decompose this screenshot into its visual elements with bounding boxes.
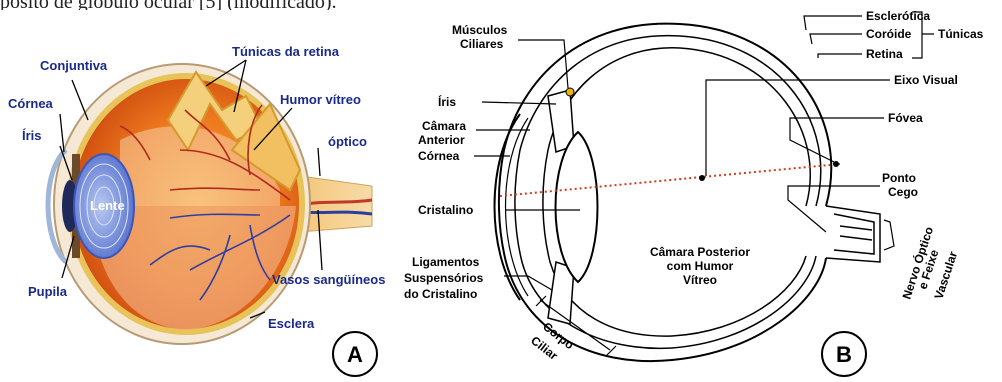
label-ligamentos-2: Suspensórios [404, 271, 484, 285]
label-cornea-a: Córnea [8, 96, 54, 111]
label-musculos-1: Músculos [452, 23, 508, 37]
cristalino-shape [556, 132, 598, 282]
label-optico: óptico [328, 134, 367, 149]
panel-a: Conjuntiva Córnea Íris Pupila Lente Túni… [8, 44, 385, 376]
label-fovea: Fóvea [888, 111, 923, 125]
label-conjuntiva: Conjuntiva [40, 58, 108, 73]
label-coroide: Coróide [866, 27, 912, 41]
label-camara-ant-2: Anterior [418, 133, 465, 147]
label-vasos: Vasos sangüíneos [272, 272, 385, 287]
optic-nerve-vessel [300, 212, 372, 214]
label-ponto-1: Ponto [882, 171, 916, 185]
label-musculos-2: Ciliares [460, 37, 504, 51]
label-pupila: Pupila [28, 284, 68, 299]
label-cornea-b: Córnea [418, 149, 460, 163]
optic-nerve-b [826, 206, 880, 262]
label-eixo-visual: Eixo Visual [894, 73, 958, 87]
ciliary-muscle-dot [566, 88, 574, 96]
label-camara-post-2: com Humor [667, 259, 734, 273]
panel-b: Músculos Ciliares Íris Câmara Anterior C… [404, 9, 984, 376]
label-esclera: Esclera [268, 316, 315, 331]
label-ligamentos-1: Ligamentos [412, 255, 480, 269]
eixo-visual-line [500, 164, 840, 196]
label-ligamentos-3: do Cristalino [404, 287, 477, 301]
label-ponto-2: Cego [888, 185, 918, 199]
label-iris-b: Íris [438, 94, 456, 109]
label-cristalino: Cristalino [418, 203, 473, 217]
label-retina: Retina [866, 47, 903, 61]
panel-b-letter: B [836, 342, 852, 367]
label-tunicas-retina: Túnicas da retina [232, 44, 340, 59]
label-camara-ant-1: Câmara [422, 119, 466, 133]
label-lente: Lente [90, 198, 125, 213]
panel-a-letter: A [347, 342, 363, 367]
label-esclerotica: Esclerótica [866, 9, 930, 23]
label-iris-a: Íris [22, 128, 42, 143]
label-camara-post-3: Vítreo [683, 273, 717, 287]
label-tunicas: Túnicas [938, 27, 984, 41]
eixo-visual-dot [699, 175, 705, 181]
label-humor-vitreo: Humor vítreo [280, 92, 361, 107]
label-camara-post-1: Câmara Posterior [650, 245, 750, 259]
